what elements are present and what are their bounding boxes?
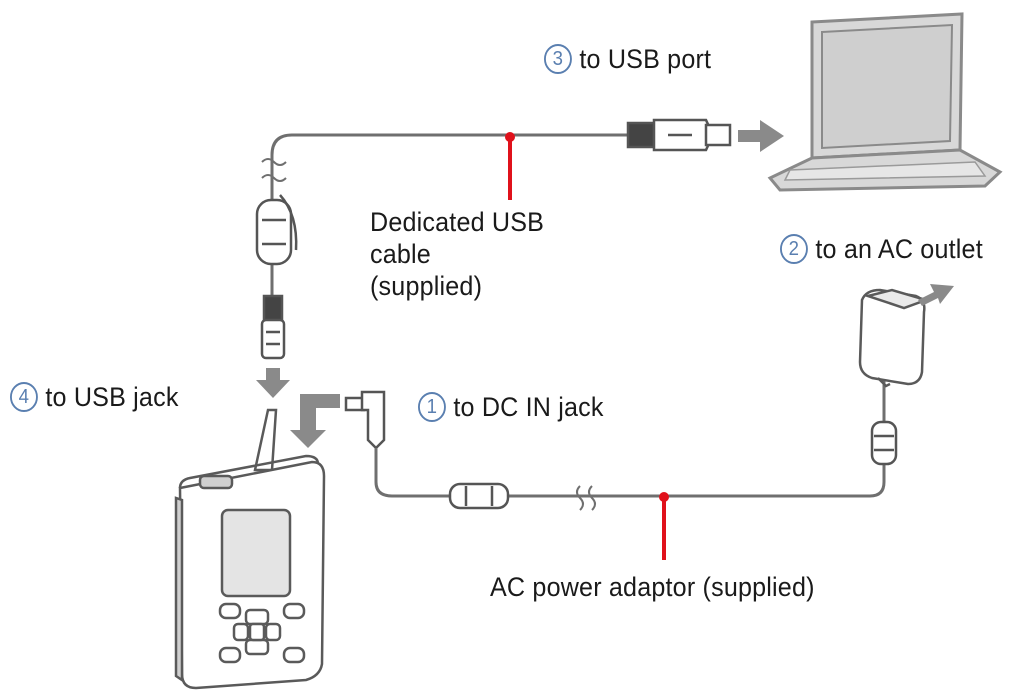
step-number-2: 2: [780, 233, 808, 264]
step-number-1: 1: [418, 391, 446, 422]
label-ac-adaptor: AC power adaptor (supplied): [490, 572, 815, 603]
ac-adaptor-text: AC power adaptor (supplied): [490, 572, 815, 602]
cable-break-mark: [576, 485, 596, 511]
usb-plug-icon: [626, 118, 732, 152]
ac-outlet-text: to an AC outlet: [815, 234, 983, 264]
ferrite-core-icon: [255, 194, 298, 266]
usb-cable-line2: (supplied): [370, 271, 483, 301]
usb-jack-text: to USB jack: [45, 382, 179, 412]
usb-cable-callout: [505, 132, 515, 200]
ferrite-core-icon: [870, 420, 898, 466]
usb-cable-line1: Dedicated USB cable: [370, 207, 545, 269]
step-number-4: 4: [10, 381, 38, 412]
usb-plug-icon: [260, 294, 286, 360]
arrow-to-laptop: [738, 120, 784, 152]
dc-in-jack-text: to DC IN jack: [453, 392, 604, 422]
label-usb-cable: Dedicated USB cable (supplied): [370, 206, 612, 302]
ac-adaptor-icon: [858, 288, 931, 388]
ac-cable: [374, 380, 886, 498]
arrow-to-usb-jack: [256, 368, 290, 398]
usb-cable: [270, 133, 632, 300]
cable-break-mark: [261, 158, 287, 182]
usb-port-text: to USB port: [579, 44, 712, 74]
arrow-to-ac-outlet: [918, 284, 954, 306]
dc-plug-icon: [344, 390, 386, 450]
arrow-to-dc-jack: [290, 394, 340, 448]
media-player-icon: [174, 408, 326, 690]
step-number-3: 3: [544, 43, 572, 74]
laptop-icon: [767, 12, 1003, 192]
ferrite-core-icon: [448, 482, 510, 510]
ac-adaptor-callout: [659, 492, 669, 560]
